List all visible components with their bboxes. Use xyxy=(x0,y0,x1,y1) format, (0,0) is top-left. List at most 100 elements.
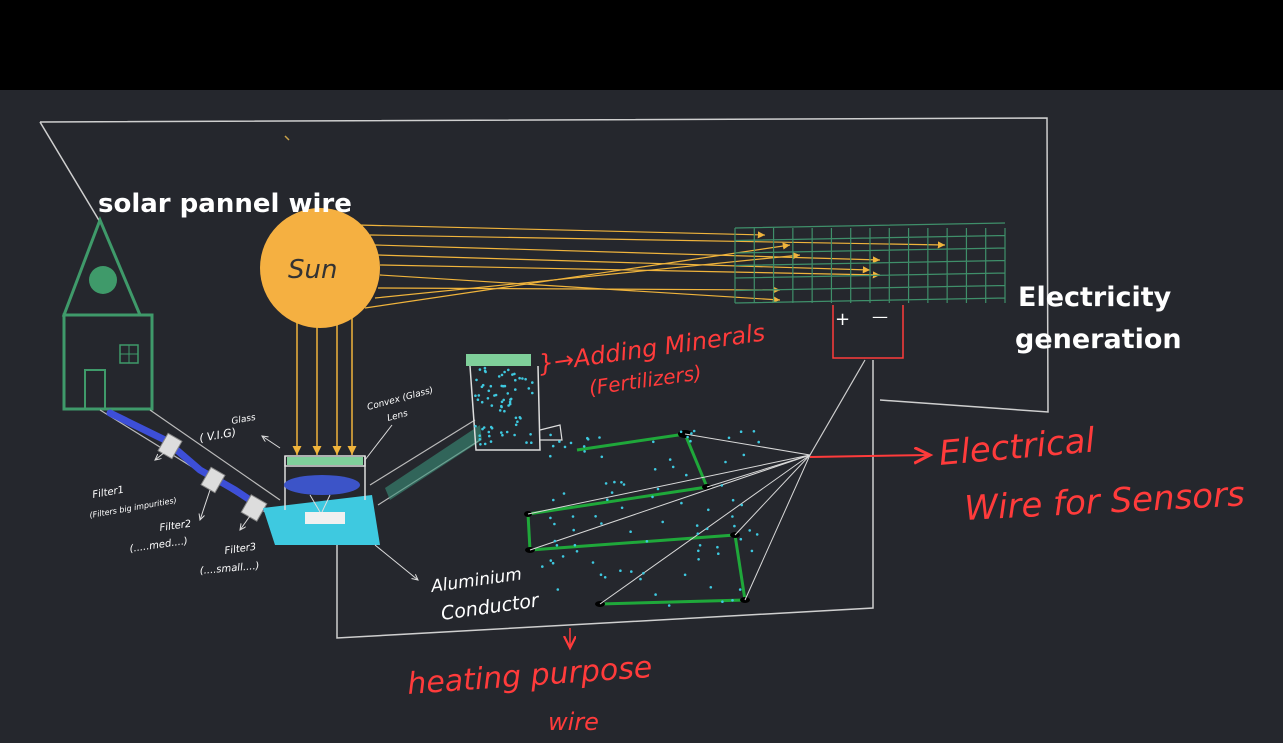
wire-for-sensors-label: Wire for Sensors xyxy=(963,474,1245,529)
top-bar xyxy=(0,0,1283,90)
dot xyxy=(501,433,504,437)
dot xyxy=(549,516,552,520)
dot xyxy=(489,440,493,443)
dot xyxy=(562,492,566,495)
filter-1 xyxy=(155,432,183,460)
dot xyxy=(481,383,485,387)
dot xyxy=(667,604,671,607)
dot xyxy=(552,498,555,502)
dot xyxy=(498,409,502,412)
dot xyxy=(502,398,506,402)
filter2-label: Filter2 xyxy=(159,519,192,534)
dot xyxy=(511,373,514,376)
mineral-container xyxy=(466,354,563,451)
electrical-wire-arrow xyxy=(809,455,930,457)
dot xyxy=(752,430,756,433)
dot xyxy=(487,389,491,393)
dot xyxy=(549,454,552,458)
dot xyxy=(572,528,575,532)
dot xyxy=(553,539,557,543)
dot xyxy=(481,427,484,431)
dot xyxy=(558,440,561,443)
sun-rays-to-panel xyxy=(357,224,946,309)
dot xyxy=(689,439,692,443)
dot xyxy=(530,441,533,445)
dot xyxy=(742,453,746,457)
fertilizer-tube xyxy=(369,419,482,506)
dot xyxy=(731,599,734,602)
battery xyxy=(832,305,904,359)
dot xyxy=(551,561,555,565)
dot xyxy=(489,384,493,388)
frame-left-diagonal xyxy=(39,121,101,223)
dot xyxy=(506,392,510,395)
dot xyxy=(620,481,623,484)
dot xyxy=(549,433,552,437)
dot xyxy=(514,388,517,391)
dot xyxy=(483,369,487,373)
dot xyxy=(561,555,565,558)
dot xyxy=(516,420,519,424)
dot xyxy=(600,455,604,459)
dot xyxy=(474,394,477,398)
dot xyxy=(569,441,573,445)
glass-sublabel: ( V.I.G) xyxy=(198,426,237,445)
dot xyxy=(622,483,626,486)
dot xyxy=(531,381,534,384)
dot xyxy=(497,375,501,378)
dot xyxy=(518,376,521,380)
dot xyxy=(479,443,482,446)
dot xyxy=(513,372,516,376)
heating-wire-label: wire xyxy=(548,708,599,736)
dot xyxy=(478,368,482,371)
dot xyxy=(486,397,490,400)
filter-2 xyxy=(200,466,226,520)
dot xyxy=(755,533,759,536)
sun-label: Sun xyxy=(288,255,337,285)
dot xyxy=(501,384,505,388)
sun-icon xyxy=(260,208,380,328)
dot xyxy=(514,378,517,382)
electricity-label: Electricity xyxy=(1018,282,1172,313)
dot xyxy=(503,370,506,374)
dot xyxy=(739,537,743,541)
dot xyxy=(686,435,689,439)
dot xyxy=(487,430,491,434)
dot xyxy=(679,430,683,434)
dot xyxy=(490,404,494,407)
aluminium-label: Aluminium xyxy=(429,564,523,597)
aluminium-arrow xyxy=(374,544,418,580)
battery-wire xyxy=(809,359,866,456)
dot xyxy=(553,522,556,526)
dot xyxy=(483,366,487,370)
dot xyxy=(739,430,743,434)
dot xyxy=(709,586,713,589)
dot xyxy=(598,436,601,439)
dot xyxy=(476,398,480,402)
dot xyxy=(483,442,487,446)
sun-rays-down xyxy=(292,318,357,455)
dot xyxy=(482,426,486,429)
dot xyxy=(591,561,595,564)
sensor-wires xyxy=(527,433,811,605)
dot xyxy=(489,425,493,429)
dot xyxy=(586,436,589,440)
solar-panel-wire-label: solar pannel wire xyxy=(98,189,352,219)
dot xyxy=(541,565,544,568)
dot xyxy=(599,573,603,576)
dot xyxy=(707,508,710,512)
filter3-sublabel: (....small....) xyxy=(199,561,260,577)
dot xyxy=(575,550,579,553)
water-tank xyxy=(263,455,380,545)
dot xyxy=(551,444,555,448)
dot xyxy=(500,404,503,408)
electrical-label: Electrical xyxy=(937,420,1097,474)
dot xyxy=(508,402,512,406)
dot xyxy=(613,480,616,484)
dot xyxy=(727,436,731,440)
dot xyxy=(717,552,720,555)
dot xyxy=(531,391,534,395)
dot xyxy=(720,484,724,487)
dot xyxy=(656,487,660,491)
dot xyxy=(549,559,553,562)
